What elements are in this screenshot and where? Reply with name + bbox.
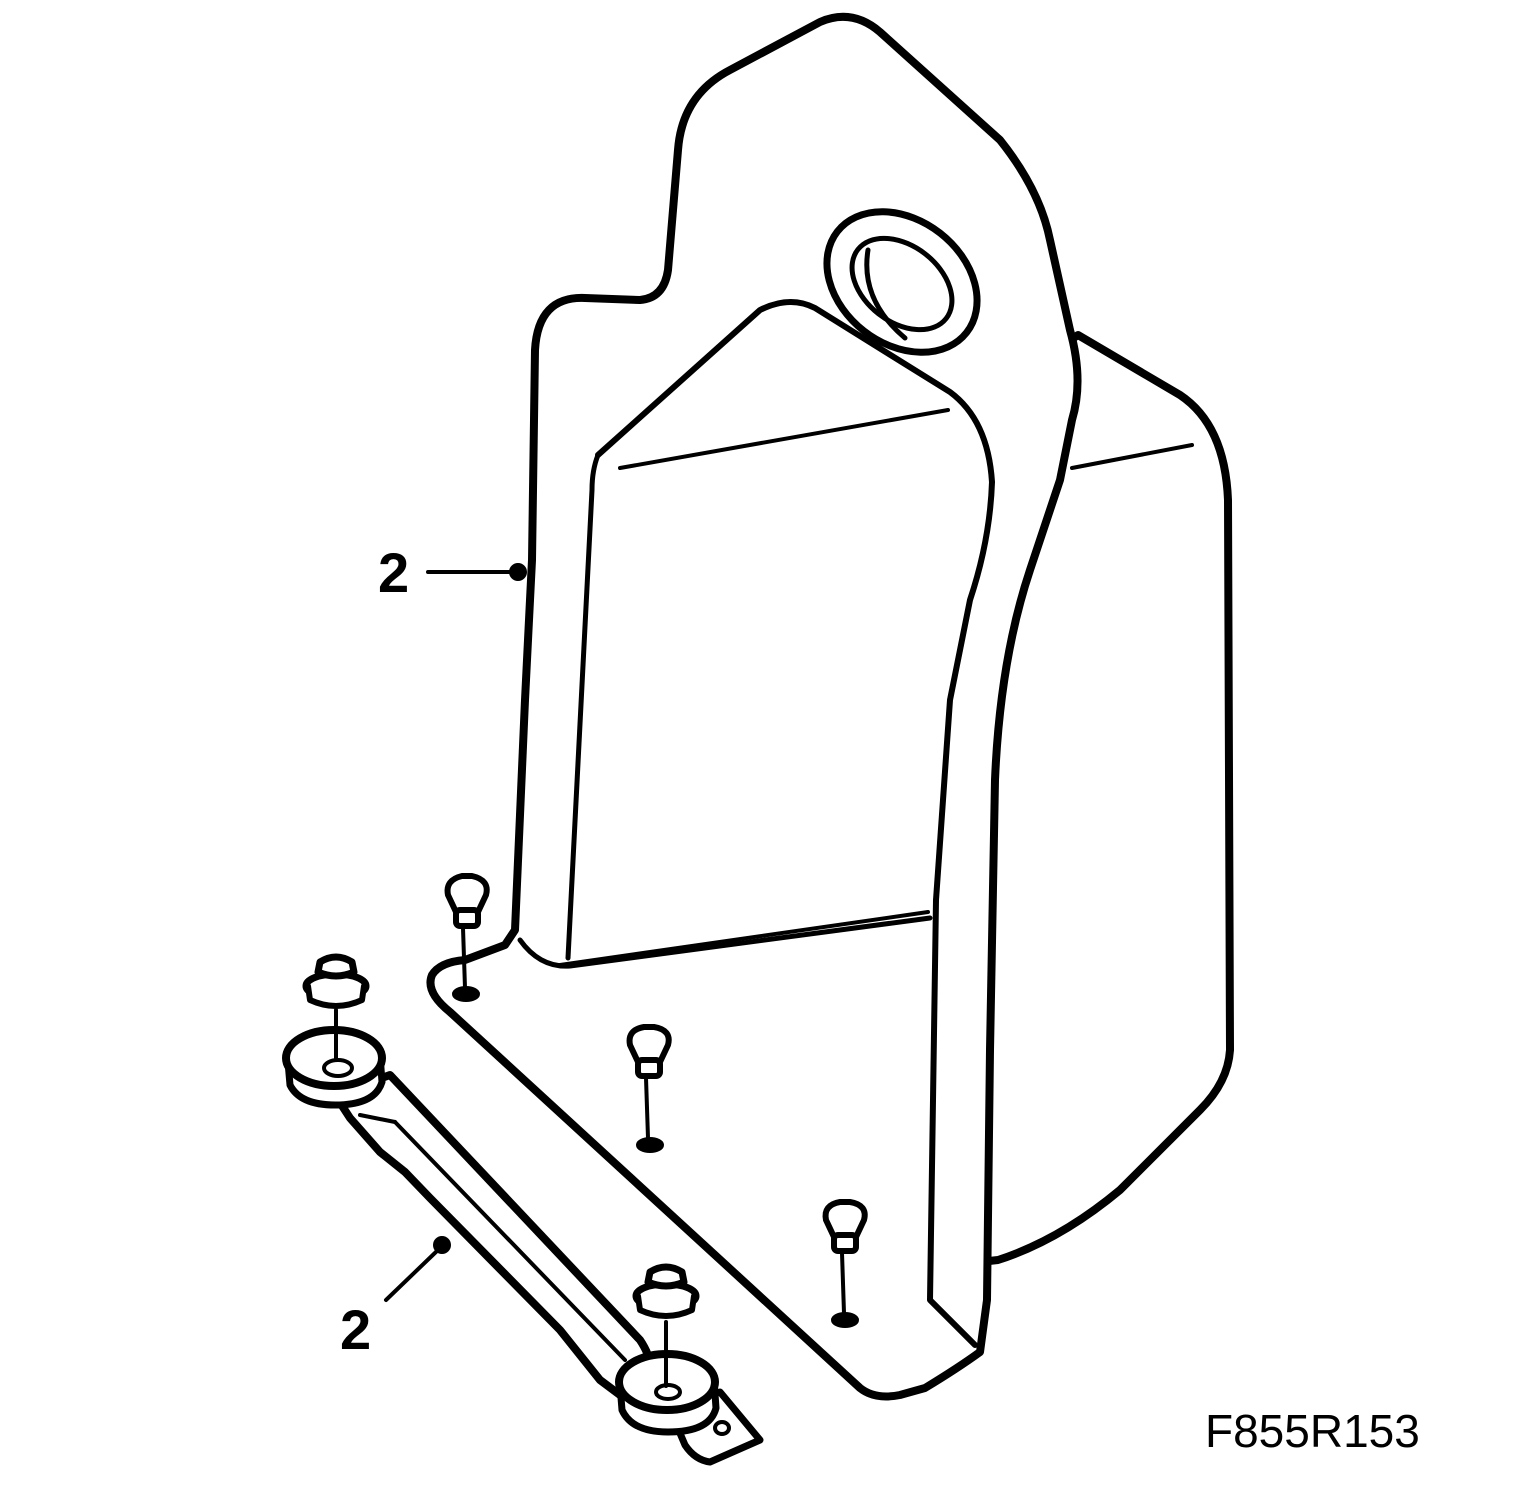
callout-label-bracket: 2 xyxy=(340,1298,372,1361)
push-clip-1 xyxy=(444,873,490,1002)
panel-inner-bottom-edge xyxy=(517,915,933,969)
mounting-bracket xyxy=(282,1026,764,1466)
panel-seam-top xyxy=(618,408,950,470)
panel-side-bolster xyxy=(976,331,1234,1266)
leader-line-panel xyxy=(426,563,527,581)
seat-back-panel xyxy=(426,12,1234,1401)
callout-label-panel: 2 xyxy=(378,541,410,604)
panel-inner-left-edge xyxy=(565,452,601,961)
flange-nut-2 xyxy=(632,1263,700,1388)
bracket-arm-rib-2 xyxy=(358,1113,397,1124)
figure-id-label: F855R153 xyxy=(1205,1405,1420,1457)
panel-seam-lower xyxy=(558,910,930,967)
bracket-arm-rib xyxy=(393,1120,627,1362)
panel-inner-recess xyxy=(595,299,995,1348)
leader-line-bracket xyxy=(384,1236,451,1302)
panel-handle-opening-depth xyxy=(864,247,908,341)
push-clip-2 xyxy=(626,1024,672,1153)
push-clip-3 xyxy=(822,1199,868,1328)
panel-seam-side xyxy=(1070,443,1194,470)
flange-nut-1 xyxy=(302,953,370,1062)
